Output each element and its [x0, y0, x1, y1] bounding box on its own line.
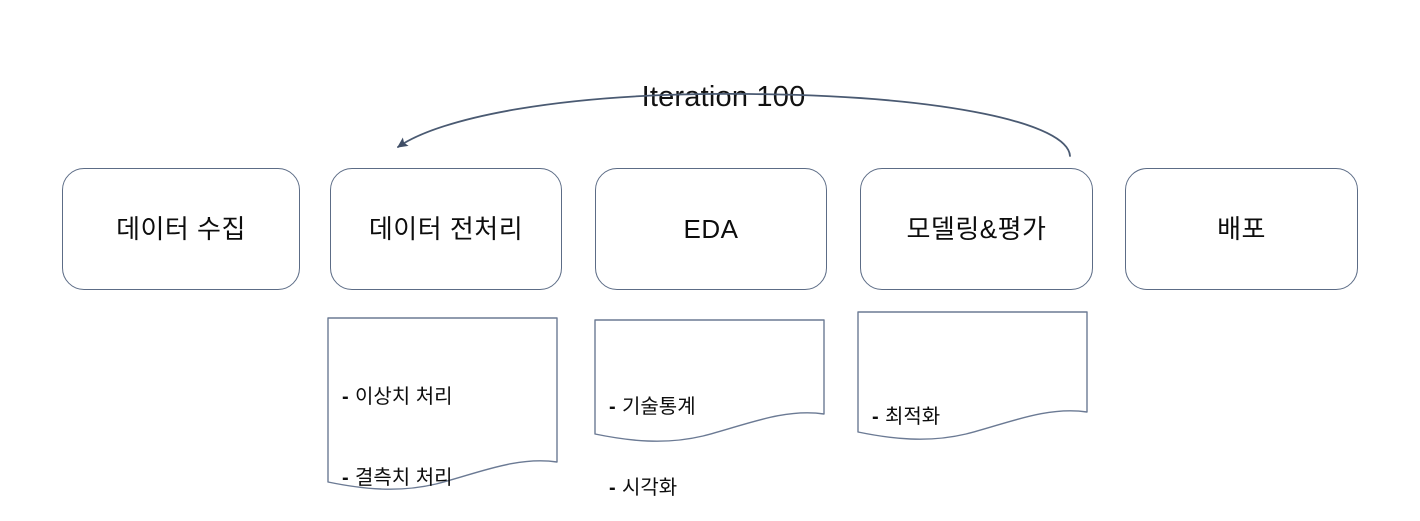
note-item-text: 이상치 처리 [355, 386, 453, 408]
stage-label: EDA [683, 214, 739, 244]
note-card-eda[interactable]: -기술통계 -시각화 [593, 318, 829, 499]
note-item-text: 결측치 처리 [355, 467, 453, 489]
note-card-modeling-evaluation[interactable]: -최적화 [856, 310, 1092, 446]
bullet-dash: - [872, 406, 879, 428]
note-item-0: -기술통계 [609, 394, 696, 421]
bullet-dash: - [609, 477, 616, 499]
page-title: Iteration 100 [0, 46, 1420, 148]
note-item-1: -시각화 [609, 475, 696, 502]
stage-box-deployment[interactable]: 배포 [1125, 168, 1358, 290]
note-item-text: 최적화 [885, 406, 941, 428]
stage-box-data-preprocessing[interactable]: 데이터 전처리 [330, 168, 562, 290]
stage-box-modeling-evaluation[interactable]: 모델링&평가 [860, 168, 1093, 290]
stage-box-data-collection[interactable]: 데이터 수집 [62, 168, 300, 290]
bullet-dash: - [609, 396, 616, 418]
stage-label: 데이터 수집 [116, 214, 246, 244]
bullet-dash: - [342, 386, 349, 408]
stage-label: 데이터 전처리 [368, 214, 524, 244]
stage-label: 배포 [1217, 214, 1266, 244]
note-item-0: -최적화 [872, 404, 940, 431]
stage-label: 모델링&평가 [906, 214, 1047, 244]
note-item-text: 기술통계 [622, 396, 696, 418]
note-card-shape [857, 311, 1088, 440]
note-item-text: 시각화 [622, 477, 678, 499]
bullet-dash: - [342, 467, 349, 489]
stage-box-eda[interactable]: EDA [595, 168, 827, 290]
note-items: -이상치 처리 -결측치 처리 -인코딩 -스케일링 -데이터 분리 [342, 330, 453, 521]
note-card-shape [594, 319, 825, 442]
note-items: -최적화 [872, 350, 940, 485]
note-item-1: -결측치 처리 [342, 465, 453, 492]
page-title-text: Iteration 100 [641, 81, 806, 113]
note-items: -기술통계 -시각화 [609, 340, 696, 521]
note-card-shape [327, 317, 558, 490]
note-item-0: -이상치 처리 [342, 384, 453, 411]
note-card-data-preprocessing[interactable]: -이상치 처리 -결측치 처리 -인코딩 -스케일링 -데이터 분리 [326, 316, 562, 502]
